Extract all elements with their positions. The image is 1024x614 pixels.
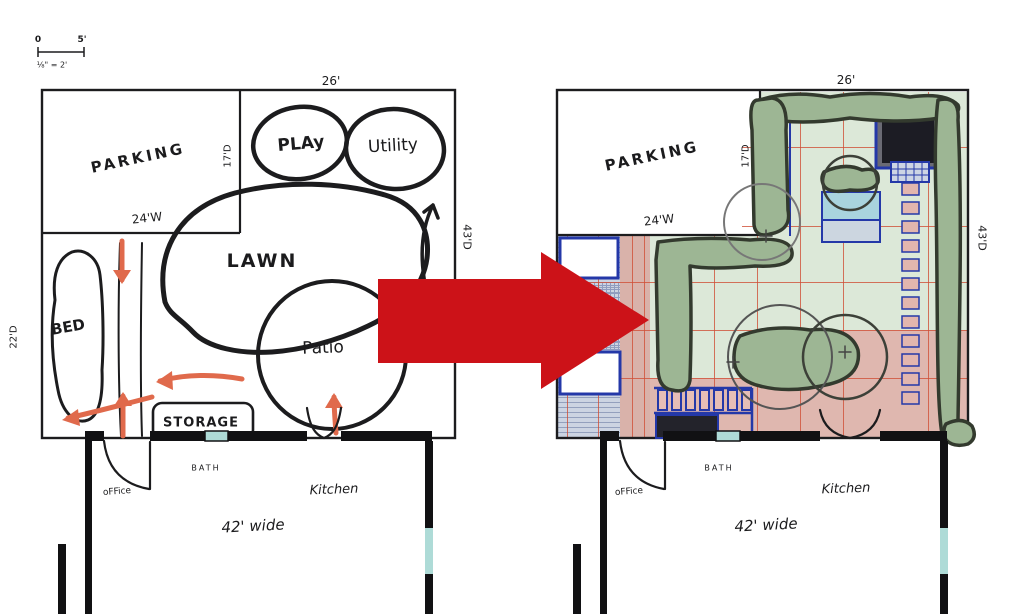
window-top [204, 430, 229, 442]
sketch-kitchen-label: Kitchen [309, 481, 359, 499]
grid-line-v [567, 235, 569, 438]
garden-path-lines [117, 242, 143, 437]
rendered-lawn-top [760, 92, 968, 235]
grid-line-v [632, 235, 634, 438]
arrow-patio-up [331, 394, 339, 436]
rendered-path-strip [620, 235, 650, 438]
scale-bar [37, 47, 85, 57]
door-arc [102, 439, 152, 491]
grid-line-h [742, 147, 968, 149]
double-door [305, 406, 343, 440]
sketch-parking-depth: 17'D [222, 144, 234, 168]
rendered-house-width: 42' wide [733, 514, 799, 536]
rendered-parking-width: 24'W [643, 211, 675, 229]
rendered-lot-depth: 43'D [975, 225, 989, 251]
grid-line-h [557, 378, 968, 380]
sketch-office-label: oFFice [102, 486, 132, 498]
flow-arrow-black [420, 203, 440, 307]
grid-line-h [557, 330, 968, 332]
sketch-storage-label: STORAGE [163, 415, 239, 431]
grid-line-v [843, 92, 845, 438]
scale-five: 5' [77, 35, 87, 45]
window-side [425, 528, 433, 574]
rendered-parking-label: PARKING [603, 137, 701, 175]
grid-line-v [757, 235, 759, 438]
grid-line-v [928, 92, 930, 438]
sketch-bath-label: BATH [191, 463, 221, 473]
grid-line-v [598, 235, 600, 438]
scale-ratio: ⅛" = 2' [36, 60, 68, 70]
rendered-street-width: 26' [836, 73, 856, 87]
sketch-patio-label: Patio [301, 337, 345, 359]
arrow-horizontal-left [157, 373, 245, 384]
window-side [940, 528, 948, 574]
grid-line-v [800, 92, 802, 438]
sketch-lot-depth: 43'D [460, 224, 474, 250]
grid-line-h [742, 226, 968, 228]
rendered-bath-label: BATH [704, 463, 734, 473]
sketch-bed-label: BED [49, 315, 87, 339]
sketch-parking-width: 24'W [131, 209, 163, 227]
grid-line-v [644, 235, 646, 438]
door-arc [618, 439, 667, 491]
sketch-parking-label: PARKING [89, 139, 187, 177]
rendered-house [573, 408, 948, 614]
sketch-side-depth: 22'D [8, 325, 20, 349]
scale-zero: 0 [34, 35, 42, 45]
rendered-deck-band [650, 378, 755, 438]
sketch-street-width: 26' [321, 74, 341, 88]
rendered-kitchen-label: Kitchen [821, 480, 871, 498]
grid-line-h [557, 282, 968, 284]
rendered-office-label: oFFice [614, 486, 644, 498]
sketch-lawn-label: LAWN [226, 250, 298, 272]
rendered-patio-pink [755, 330, 968, 438]
arrow-curve-left [65, 394, 155, 421]
grid-line-v [714, 235, 716, 438]
sketch-house-width: 42' wide [220, 515, 286, 537]
sketch-utility-label: Utility [367, 134, 419, 158]
sketch-play-label: PLAy [276, 131, 326, 157]
rendered-parking-depth: 17'D [740, 144, 752, 168]
sketch-house [58, 406, 433, 614]
